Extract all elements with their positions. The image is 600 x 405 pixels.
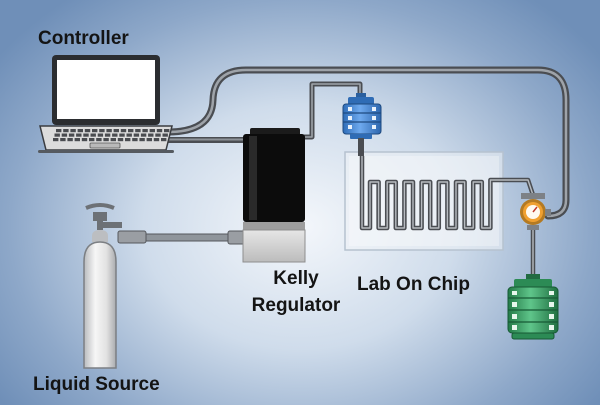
keyboard-key [140,133,147,137]
keyboard-key [61,133,68,137]
keyboard-key [146,138,152,142]
keyboard-key [99,129,105,133]
keyboard-key [139,138,145,142]
keyboard-key [149,129,155,133]
tube-regulator-reservoir [300,81,363,140]
keyboard-key [133,133,140,137]
regulator-icon [242,128,306,263]
gas-cylinder-icon [83,203,122,369]
laptop-icon [38,55,174,153]
pressure-gauge-icon [520,193,551,230]
keyboard-key [113,129,119,133]
keyboard-key [77,129,83,133]
keyboard-key [117,138,124,142]
tube-controller-loop [164,66,570,220]
tube-chip-gauge [494,177,536,278]
keyboard-key [103,138,109,142]
keyboard-key [90,133,96,137]
keyboard-key [53,138,59,142]
keyboard-key [110,138,116,142]
keyboard-key [156,129,163,133]
keyboard-key [126,133,132,137]
keyboard-key [106,129,112,133]
controller-label: Controller [38,28,129,49]
keyboard-key [74,138,80,142]
hose-source-regulator [117,230,247,245]
liquid-source-label: Liquid Source [33,374,160,395]
regulator-label: Regulator [251,295,341,316]
reservoir-icon [507,274,559,340]
keyboard-key [56,129,62,133]
keyboard-key [67,138,73,142]
keyboard-key [54,133,60,137]
lab-on-chip-label: Lab On Chip [357,274,470,295]
keyboard-key [164,129,170,133]
keyboard-key [120,129,127,133]
cable-laptop-regulator [164,137,246,143]
keyboard-key [92,129,98,133]
keyboard-key [63,129,69,133]
keyboard-key [83,133,89,137]
keyboard-key [70,129,76,133]
keyboard-key [104,133,111,137]
keyboard-key [96,138,102,142]
keyboard-key [162,133,168,137]
chip-icon [344,151,504,251]
keyboard-key [132,138,138,142]
keyboard-key [112,133,118,137]
keyboard-key [148,133,154,137]
keyboard-key [81,138,88,142]
keyboard-key [76,133,82,137]
keyboard-key [84,129,91,133]
keyboard-key [68,133,75,137]
keyboard-key [128,129,134,133]
keyboard-key [97,133,104,137]
keyboard-key [89,138,95,142]
keyboard-key [119,133,125,137]
keyboard-key [125,138,131,142]
keyboard-key [153,138,160,142]
keyboard-key [161,138,167,142]
keyboard-key [135,129,141,133]
keyboard-key [155,133,161,137]
keyboard-key [60,138,66,142]
keyboard-key [142,129,148,133]
kelly-label: Kelly [273,268,319,289]
reservoir-icon [342,93,382,156]
